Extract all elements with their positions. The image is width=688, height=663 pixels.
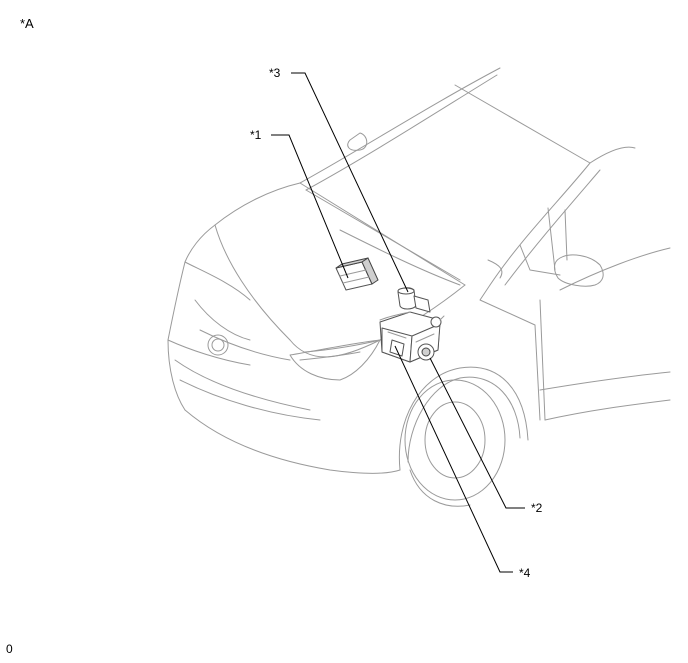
leader-line-3 [291,72,409,293]
component-1-ecu [335,257,379,291]
car-body-outline [167,67,671,507]
leader-lines [271,72,525,573]
component-2-4-actuator-assembly [379,311,445,363]
callout-label-2: *2 [531,501,543,515]
component-3-reservoir [397,287,431,313]
illustration-code: 0 [6,642,13,656]
callout-label-3: *3 [269,66,281,80]
leader-line-1 [271,134,349,279]
view-label: *A [20,16,34,31]
leader-line-2 [429,357,525,509]
callout-label-4: *4 [519,566,531,580]
callout-label-1: *1 [250,128,262,142]
leader-line-4 [394,345,513,573]
